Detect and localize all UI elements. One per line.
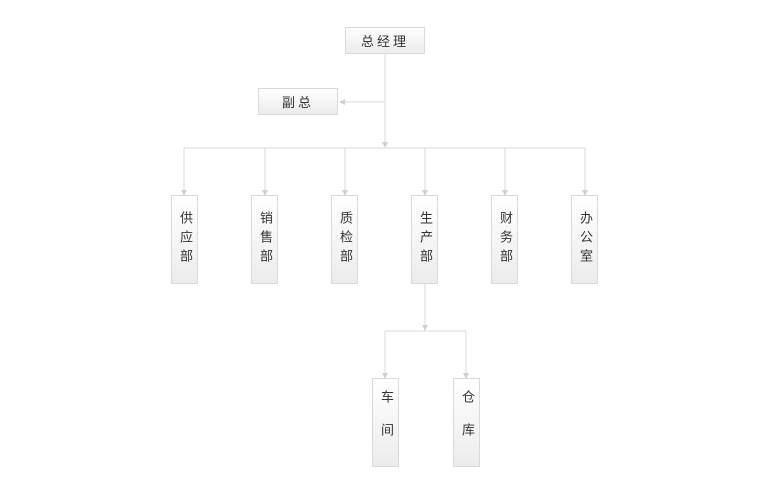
- general-manager-box: 总经理: [345, 27, 425, 54]
- department-box-supply: 供应部: [171, 195, 198, 284]
- unit-box-workshop: 车间: [372, 378, 399, 467]
- department-box-office: 办公室: [571, 195, 598, 284]
- department-box-finance: 财务部: [491, 195, 518, 284]
- department-box-production: 生产部: [411, 195, 438, 284]
- deputy-manager-box: 副总: [258, 88, 338, 115]
- department-box-quality: 质检部: [331, 195, 358, 284]
- unit-box-warehouse: 仓库: [453, 378, 480, 467]
- department-box-sales: 销售部: [251, 195, 278, 284]
